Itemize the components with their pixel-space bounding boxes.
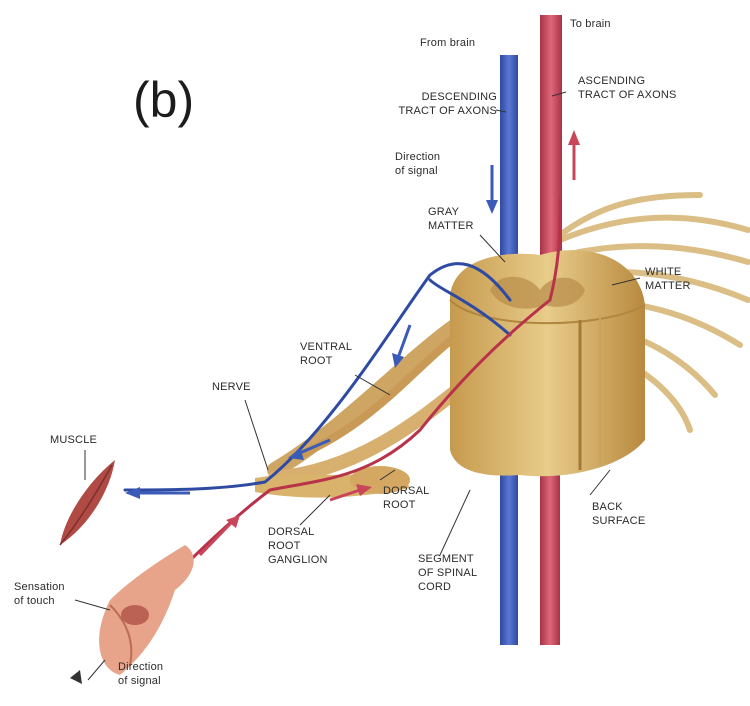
descending-tract-lower (500, 470, 518, 645)
label-to-brain: To brain (570, 17, 611, 31)
label-descending-tract: DESCENDING TRACT OF AXONS (372, 90, 497, 118)
label-dorsal-root: DORSAL ROOT (383, 484, 429, 512)
label-direction-of-signal-bottom: Direction of signal (118, 660, 163, 688)
label-segment-of-spinal-cord: SEGMENT OF SPINAL CORD (418, 552, 477, 594)
label-ventral-root: VENTRAL ROOT (300, 340, 352, 368)
label-ascending-tract: ASCENDING TRACT OF AXONS (578, 74, 677, 102)
label-back-surface: BACK SURFACE (592, 500, 645, 528)
label-dorsal-root-ganglion: DORSAL ROOT GANGLION (268, 525, 328, 567)
label-white-matter: WHITE MATTER (645, 265, 691, 293)
panel-letter: (b) (133, 70, 194, 130)
muscle (60, 460, 115, 545)
label-sensation-of-touch: Sensation of touch (14, 580, 65, 608)
label-muscle: MUSCLE (50, 433, 97, 447)
label-nerve: NERVE (212, 380, 251, 394)
label-from-brain: From brain (420, 36, 475, 50)
label-direction-of-signal-top: Direction of signal (395, 150, 440, 178)
label-gray-matter: GRAY MATTER (428, 205, 474, 233)
ascending-tract-lower (540, 470, 560, 645)
